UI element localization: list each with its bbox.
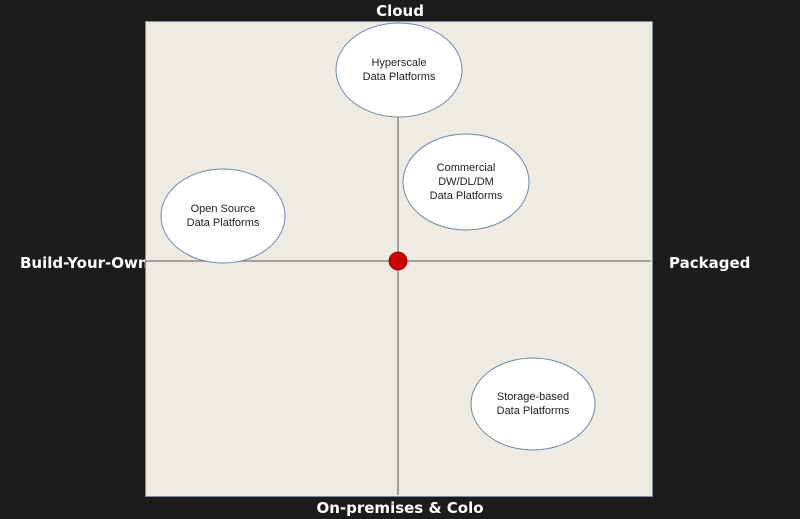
axis-label-packaged: Packaged xyxy=(669,254,751,272)
bubble-label-commercial: Commercial DW/DL/DM Data Platforms xyxy=(403,161,529,203)
axis-label-cloud: Cloud xyxy=(376,2,424,20)
bubble-line: Storage-based xyxy=(496,391,570,403)
bubble-storage-based xyxy=(470,357,596,451)
bubble-line: Commercial xyxy=(436,162,496,174)
bubble-line: Open Source xyxy=(190,203,256,215)
axis-label-build-your-own: Build-Your-Own xyxy=(20,254,149,272)
bubble-line: Hyperscale xyxy=(371,57,427,69)
bubble-hyperscale xyxy=(335,22,463,118)
bubble-open-source xyxy=(160,168,286,264)
bubble-line: Data Platforms xyxy=(429,190,503,202)
bubble-commercial xyxy=(402,133,530,231)
axis-label-on-premises: On-premises & Colo xyxy=(316,499,484,517)
bubble-line: Data Platforms xyxy=(496,405,570,417)
bubble-label-storage-based: Storage-based Data Platforms xyxy=(471,390,595,418)
bubble-line: Data Platforms xyxy=(186,217,260,229)
bubble-label-open-source: Open Source Data Platforms xyxy=(161,202,285,230)
bubble-line: DW/DL/DM xyxy=(438,176,494,188)
bubble-line: Data Platforms xyxy=(362,71,436,83)
origin-dot-icon xyxy=(388,251,408,271)
bubble-label-hyperscale: Hyperscale Data Platforms xyxy=(336,56,462,84)
